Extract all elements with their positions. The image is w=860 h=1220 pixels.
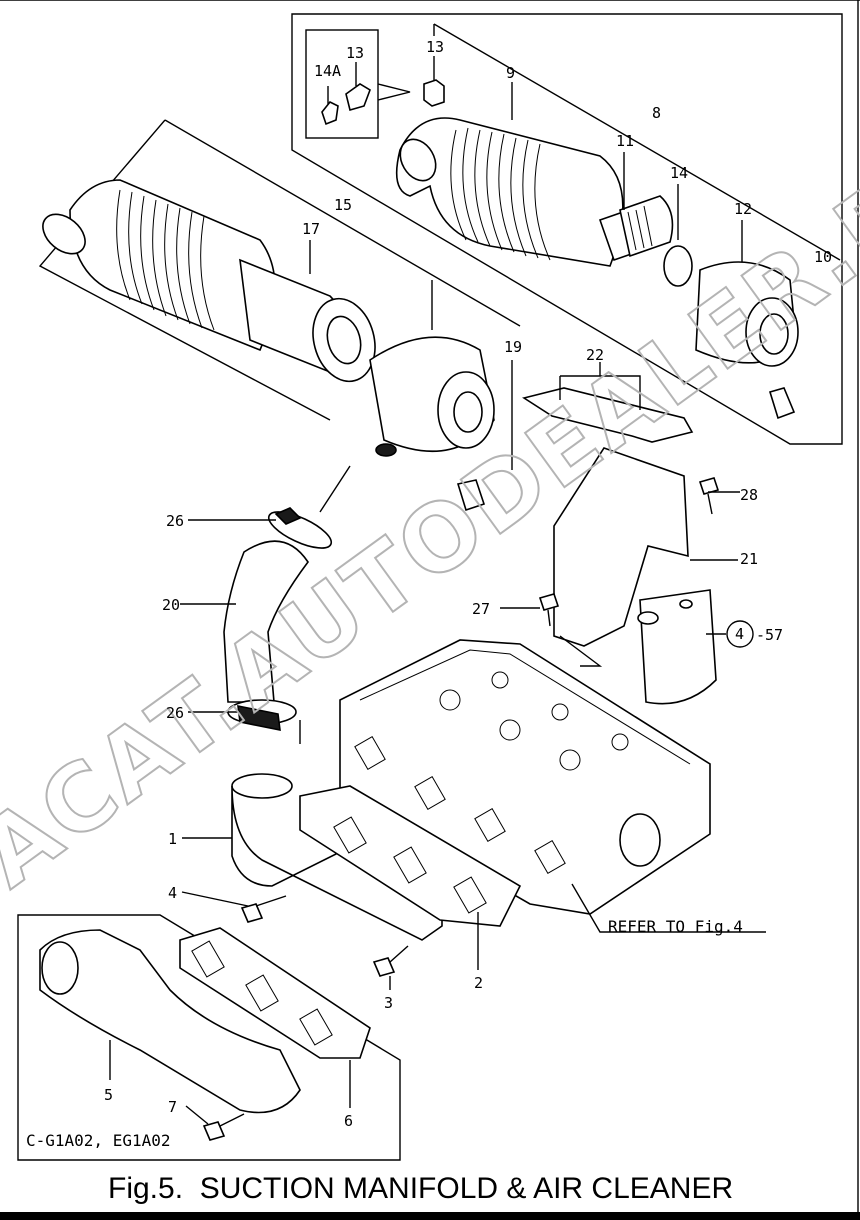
variant-inset xyxy=(17,914,401,1161)
callout-14a: 14A xyxy=(314,62,341,80)
callout-9: 9 xyxy=(506,64,515,82)
gasket-6 xyxy=(179,927,371,1059)
refer-note: REFER TO Fig.4 xyxy=(608,917,743,936)
callout-19: 19 xyxy=(504,338,522,356)
air-cleaner-main-group xyxy=(38,119,521,512)
bolt-3 xyxy=(372,957,396,977)
callout-14: 14 xyxy=(670,164,688,182)
callout-8: 8 xyxy=(652,104,661,122)
element-14 xyxy=(619,195,674,258)
callout-6: 6 xyxy=(344,1112,353,1130)
callout-2: 2 xyxy=(474,974,483,992)
figure-caption: Fig.5. SUCTION MANIFOLD & AIR CLEANER xyxy=(108,1172,733,1205)
manifold-5-inlet xyxy=(41,941,79,995)
bolt-28 xyxy=(698,477,720,495)
callouts: 13 13 14A 9 8 11 14 12 10 15 17 19 22 28… xyxy=(104,38,832,1130)
housing-ribs-alt xyxy=(450,127,551,261)
air-cleaner-alt-group xyxy=(291,13,843,445)
callout-3: 3 xyxy=(384,994,393,1012)
leader-lines xyxy=(109,23,841,1125)
callout-4: 4 xyxy=(168,884,177,902)
manifold-5 xyxy=(39,929,301,1114)
bracket-22 xyxy=(522,387,694,443)
part-13-indicator xyxy=(345,83,371,111)
indicator-leader xyxy=(377,83,411,101)
callout-10: 10 xyxy=(814,248,832,266)
stay-21 xyxy=(553,447,689,647)
stay-lower xyxy=(639,589,717,705)
frame-bottom-bar xyxy=(0,1212,860,1220)
variant-note: C-G1A02, EG1A02 xyxy=(26,1131,171,1150)
callout-13-inset: 13 xyxy=(346,44,364,62)
callout-5: 5 xyxy=(104,1086,113,1104)
callout-27: 27 xyxy=(472,600,490,618)
gasket-2 xyxy=(299,785,522,927)
leader-group-15 xyxy=(164,119,521,327)
element-14-pleats xyxy=(627,205,653,251)
callout-1: 1 xyxy=(168,830,177,848)
variant-inset-frame xyxy=(17,914,401,1161)
bolt-4 xyxy=(240,903,264,923)
part-13-indicator-main xyxy=(423,79,445,107)
inlet-neck-alt xyxy=(399,138,437,182)
manifold-group xyxy=(231,773,522,977)
hose-group xyxy=(223,507,333,744)
bracket-group xyxy=(522,387,720,705)
bolt-27 xyxy=(538,593,560,611)
callout-7: 7 xyxy=(168,1098,177,1116)
element-14-end xyxy=(663,245,693,287)
part-14a-fitting xyxy=(321,100,339,126)
callout-22: 22 xyxy=(586,346,604,364)
callout-13: 13 xyxy=(426,38,444,56)
air-cleaner-alt-frame xyxy=(291,13,843,445)
manifold-1 xyxy=(231,785,443,941)
inlet-neck-main xyxy=(42,213,86,255)
head-port xyxy=(619,813,661,867)
callout-21: 21 xyxy=(740,550,758,568)
cover-19-clip xyxy=(375,443,397,457)
manifold-1-inlet xyxy=(231,773,293,799)
callout-17: 17 xyxy=(302,220,320,238)
cover-19-valve xyxy=(456,479,486,512)
bolt-7 xyxy=(202,1121,226,1141)
callout-12: 12 xyxy=(734,200,752,218)
hose-20 xyxy=(223,540,309,703)
callout-28: 28 xyxy=(740,486,758,504)
callout-4-ref: 4 xyxy=(735,625,744,643)
callout-20: 20 xyxy=(162,596,180,614)
callout-11: 11 xyxy=(616,132,634,150)
indicator-inset-box xyxy=(305,29,379,139)
housing-ribs-main xyxy=(116,189,215,331)
callout-4-circle xyxy=(726,620,754,648)
cover-12-valve xyxy=(768,387,796,420)
cleaner-housing-alt xyxy=(395,117,624,267)
callout-57: -57 xyxy=(756,626,783,644)
callout-26-lower: 26 xyxy=(166,704,184,722)
head-ports xyxy=(354,671,629,874)
callout-15: 15 xyxy=(334,196,352,214)
callout-26-upper: 26 xyxy=(166,512,184,530)
